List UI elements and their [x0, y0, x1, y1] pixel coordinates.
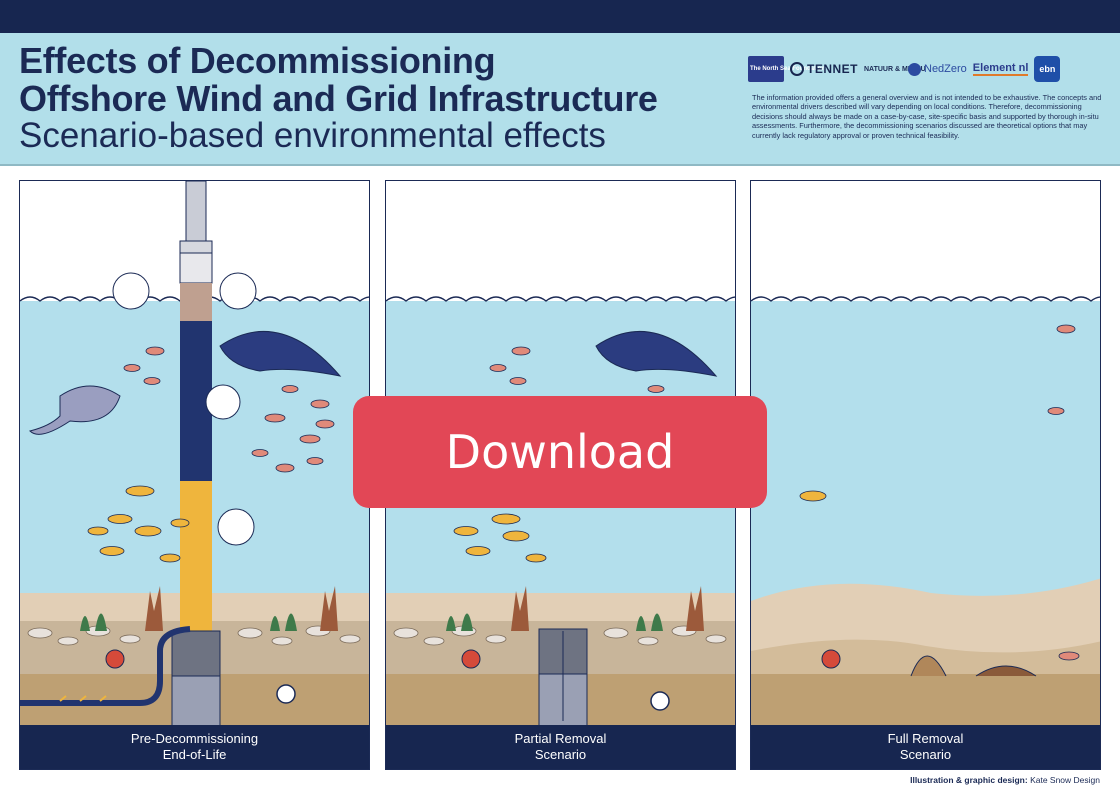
- panel-full-removal: Full Removal Scenario: [750, 180, 1101, 770]
- credit-label: Illustration & graphic design:: [910, 775, 1028, 785]
- download-button[interactable]: Download: [353, 396, 767, 508]
- subtitle: Scenario-based environmental effects: [19, 116, 606, 155]
- panel-caption: Pre-Decommissioning End-of-Life: [20, 725, 369, 769]
- natuur-milieu-logo: NATUUR & MILIEU: [864, 65, 926, 73]
- credit-name: Kate Snow Design: [1030, 775, 1100, 785]
- caption-line-1: Full Removal: [887, 731, 964, 746]
- nedzero-logo: NedZero: [908, 62, 967, 76]
- partner-logos: The North Sea Foundation TENNET NATUUR &…: [748, 53, 1100, 85]
- title-line-1: Effects of Decommissioning: [19, 40, 496, 81]
- title-line-2: Offshore Wind and Grid Infrastructure: [19, 78, 658, 119]
- credit-line: Illustration & graphic design: Kate Snow…: [910, 775, 1100, 785]
- tennet-mark-icon: [790, 62, 804, 76]
- caption-line-2: Scenario: [899, 747, 952, 762]
- tennet-logo-text: TENNET: [807, 62, 858, 76]
- caption-line-1: Pre-Decommissioning: [130, 731, 259, 746]
- caption-line-1: Partial Removal: [514, 731, 607, 746]
- tennet-logo: TENNET: [790, 62, 858, 76]
- header: Effects of Decommissioning Offshore Wind…: [0, 33, 1120, 166]
- caption-line-2: End-of-Life: [162, 747, 227, 762]
- panel-pre-decommissioning: Pre-Decommissioning End-of-Life: [19, 180, 370, 770]
- north-sea-foundation-logo: The North Sea Foundation: [748, 56, 825, 82]
- top-bar: [0, 0, 1120, 33]
- ebn-logo: ebn: [1034, 56, 1061, 82]
- element-nl-logo: Element nl: [972, 62, 1029, 76]
- panel-caption: Full Removal Scenario: [751, 725, 1100, 769]
- full-removal-illustration: [751, 296, 1100, 726]
- panel-caption: Partial Removal Scenario: [386, 725, 735, 769]
- pre-decommissioning-illustration: [20, 181, 369, 727]
- caption-line-2: Scenario: [534, 747, 587, 762]
- disclaimer-text: The information provided offers a genera…: [752, 93, 1102, 140]
- nedzero-logo-text: NedZero: [924, 63, 967, 75]
- globe-icon: [908, 62, 921, 76]
